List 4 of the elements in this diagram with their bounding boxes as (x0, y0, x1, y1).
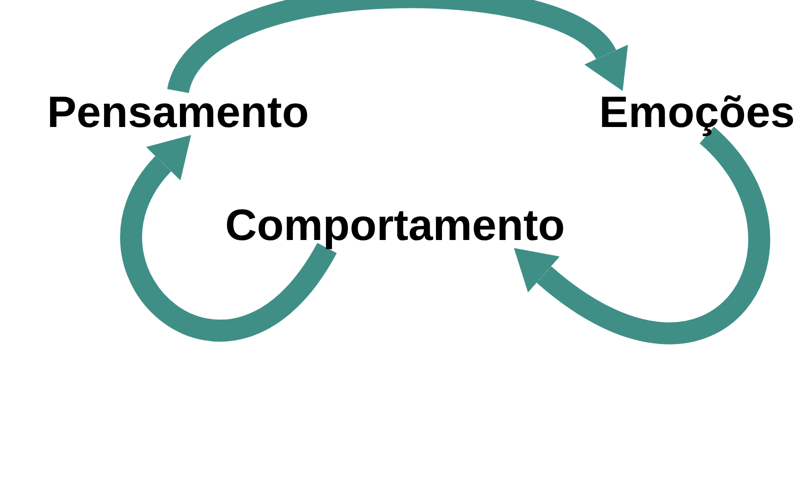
concept-label: Pensamento (47, 91, 309, 135)
concept-label: Comportamento (225, 204, 565, 248)
concept-label: Emoções (599, 91, 795, 135)
curved-arrow (512, 127, 770, 344)
